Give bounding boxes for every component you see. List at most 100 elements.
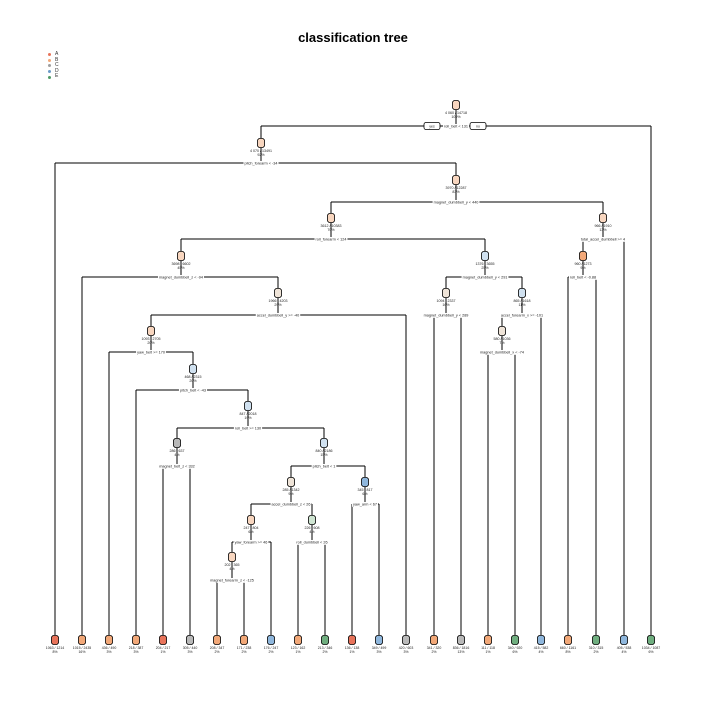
split-rule-label: yaw_arm < 67 [353, 502, 377, 506]
leaf-node-counts: 1063 / 1214 [46, 646, 65, 650]
split-rule-background [295, 540, 329, 545]
legend-dot-icon [48, 58, 51, 62]
split-node-percent: 83% [452, 190, 460, 194]
no-branch-tag-label: no [476, 125, 480, 129]
split-rule-label: total_accel_dumbbell >= 4 [581, 237, 625, 241]
leaf-node-percent: 13% [457, 650, 464, 654]
split-node-percent: 20% [189, 379, 197, 383]
split-node-icon [177, 251, 185, 261]
legend-label: E [55, 73, 59, 80]
split-node-icon [327, 213, 335, 223]
split-node-icon [452, 100, 460, 110]
split-rule-background [443, 124, 469, 129]
split-node-percent: 70% [327, 228, 335, 232]
split-node-icon [173, 438, 181, 448]
split-node-icon [481, 251, 489, 261]
split-node-icon [498, 326, 506, 336]
leaf-node-counts: 123 / 162 [291, 646, 306, 650]
split-node-percent: 6% [362, 492, 368, 496]
leaf-node-icon [294, 635, 302, 645]
leaf-node-percent: 8% [52, 650, 57, 654]
leaf-node-icon [511, 635, 519, 645]
split-node-counts: 468 / 2315 [185, 375, 202, 379]
split-node-counts: 1376 / 3655 [476, 262, 495, 266]
split-node-counts: 840 / 2186 [316, 449, 333, 453]
leaf-node-counts: 111 / 118 [481, 646, 495, 650]
split-node-counts: 966 / 1910 [595, 224, 612, 228]
leaf-node-icon [647, 635, 655, 645]
split-node-percent: 7% [499, 341, 505, 345]
legend-dot-icon [48, 53, 51, 57]
split-rule-background [314, 237, 348, 242]
leaf-node-percent: 3% [133, 650, 138, 654]
legend-label: B [55, 56, 59, 63]
leaf-node-percent: 2% [241, 650, 246, 654]
split-rule-background [478, 350, 526, 355]
split-rule-label: magnet_dumbbell_y < 289 [424, 313, 469, 317]
leaf-node-icon [457, 635, 465, 645]
leaf-node-icon [430, 635, 438, 645]
leaf-node-counts: 208 / 347 [210, 646, 225, 650]
split-node-percent: 13% [599, 228, 607, 232]
leaf-node-icon [240, 635, 248, 645]
split-rule-label: magnet_dumbbell_x < -74 [480, 350, 524, 354]
leaf-node-counts: 213 / 346 [318, 646, 333, 650]
leaf-node-counts: 405 / 538 [617, 646, 632, 650]
split-node-counts: 960 / 1273 [575, 262, 592, 266]
legend-dot-icon [48, 75, 51, 79]
split-node-counts: 865 / 1618 [514, 299, 531, 303]
split-rule-label: magnet_dumbbell_y < 440 [434, 200, 479, 204]
split-rule-label: yaw_forearm >= 46 [235, 540, 268, 544]
split-node-icon [518, 288, 526, 298]
leaf-node-icon [620, 635, 628, 645]
page-title: classification tree [298, 30, 408, 45]
split-node-counts: 3970 / 12287 [446, 186, 467, 190]
leaf-node-percent: 1% [349, 650, 354, 654]
leaf-node-icon [51, 635, 59, 645]
leaf-node-percent: 2% [322, 650, 327, 654]
leaf-node-icon [186, 635, 194, 645]
split-node-icon [361, 477, 369, 487]
legend-label: A [55, 51, 59, 57]
split-rule-label: pitch_belt < -43 [180, 388, 206, 392]
split-node-counts: 226 / 608 [305, 526, 320, 530]
leaf-node-counts: 204 / 217 [156, 646, 171, 650]
leaf-node-percent: 3% [106, 650, 111, 654]
legend-item: B [48, 56, 59, 64]
leaf-node-counts: 1034 / 1087 [642, 646, 661, 650]
leaf-node-icon [592, 635, 600, 645]
split-node-percent: 20% [147, 341, 155, 345]
split-node-counts: 345 / 817 [358, 488, 373, 492]
split-rule-label: accel_forearm_x >= -101 [501, 313, 543, 317]
split-node-counts: 286 / 637 [170, 449, 185, 453]
split-node-icon [442, 288, 450, 298]
leaf-node-icon [484, 635, 492, 645]
split-rule-label: roll_belt >= 130 [235, 426, 261, 430]
split-node-icon [274, 288, 282, 298]
leaf-node-icon [159, 635, 167, 645]
leaf-node-counts: 660 / 1161 [560, 646, 576, 650]
legend-item: C [48, 63, 59, 69]
legend-dot-icon [48, 64, 51, 68]
leaf-node-percent: 2% [268, 650, 273, 654]
split-node-percent: 19% [244, 416, 252, 420]
split-rule-background [568, 275, 598, 280]
split-node-counts: 4 070 / 13491 [250, 149, 272, 153]
yes-branch-tag-label: yes [429, 125, 435, 129]
leaf-node-percent: 1% [295, 650, 300, 654]
split-rule-background [157, 275, 205, 280]
leaf-node-percent: 6% [512, 650, 517, 654]
split-node-counts: 1094 / 2337 [437, 299, 456, 303]
split-node-counts: 1093 / 2705 [142, 337, 161, 341]
split-node-icon [147, 326, 155, 336]
leaf-node-counts: 1015 / 2435 [73, 646, 92, 650]
split-rule-label: roll_forearm < 124 [316, 237, 347, 241]
split-rule-background [158, 464, 196, 469]
leaf-node-percent: 3% [187, 650, 192, 654]
legend-label: C [55, 62, 59, 69]
leaf-node-percent: 1% [485, 650, 490, 654]
leaf-node-percent: 3% [403, 650, 408, 654]
split-rule-label: pitch_forearm < -34 [244, 161, 277, 165]
split-rule-background [233, 540, 269, 545]
leaf-node-counts: 436 / 490 [102, 646, 117, 650]
